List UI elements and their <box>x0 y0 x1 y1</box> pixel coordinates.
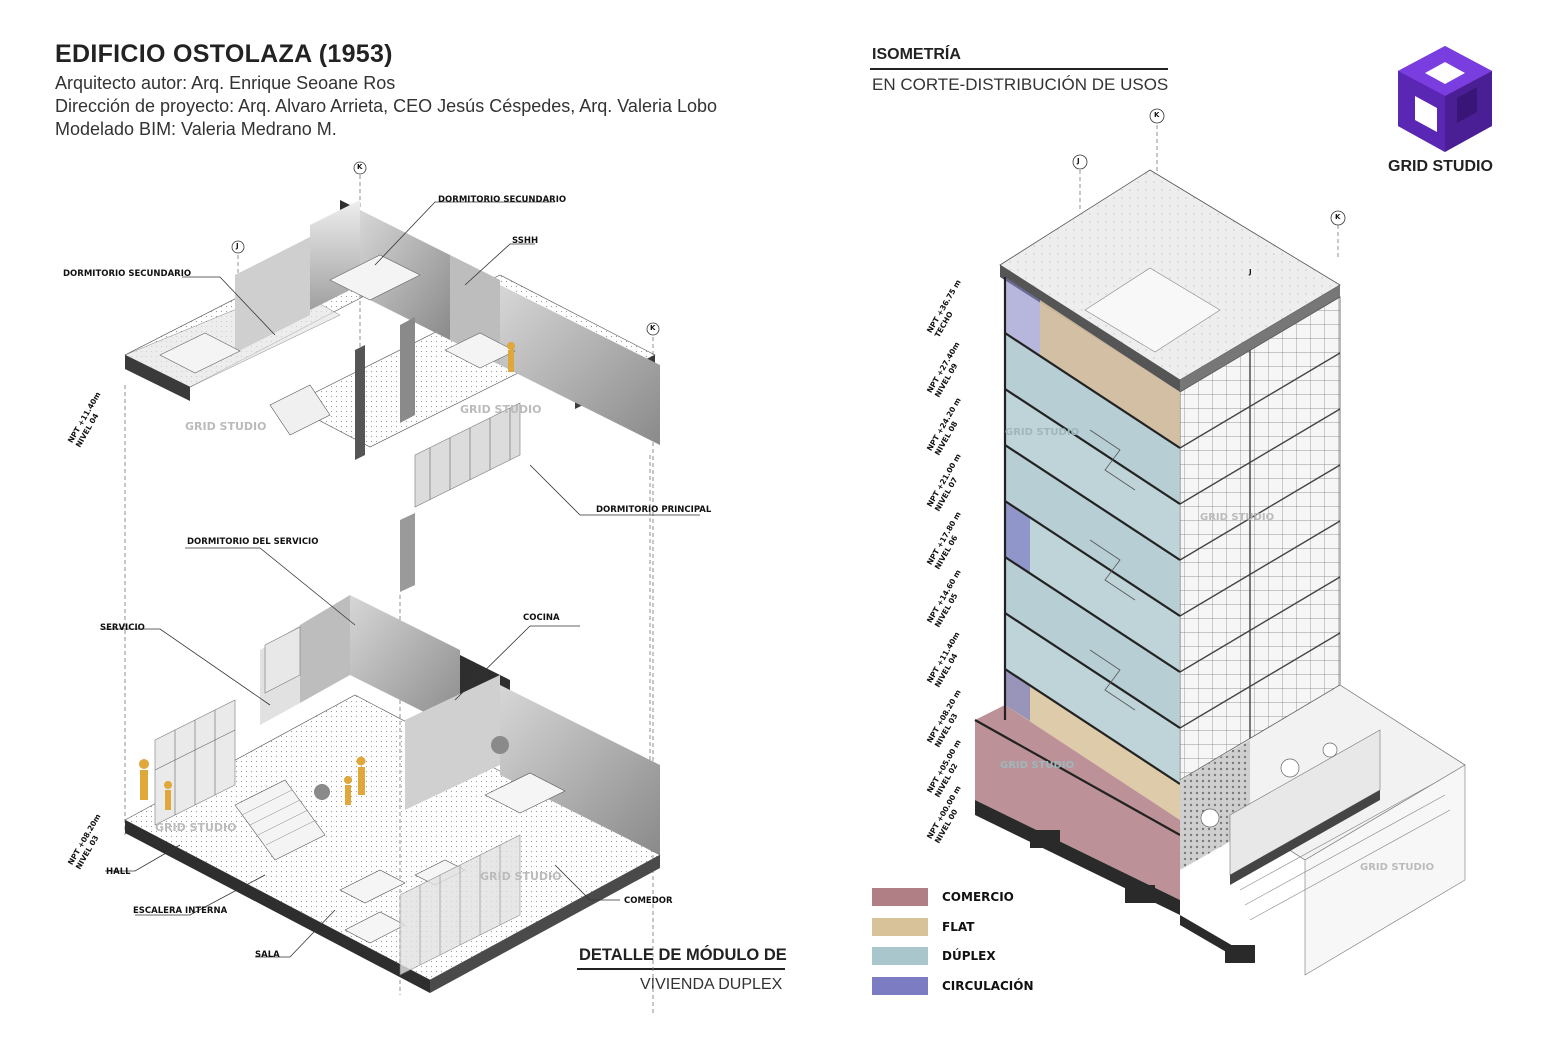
module-subtitle: VIVIENDA DUPLEX <box>640 976 783 993</box>
direction-credit: Dirección de proyecto: Arq. Alvaro Arrie… <box>55 96 718 116</box>
grid-label-j: J <box>236 242 239 250</box>
label-cocina: COCINA <box>523 613 560 623</box>
bim-credit: Modelado BIM: Valeria Medrano M. <box>55 119 337 139</box>
duplex-exploded-axonometric: GRID STUDIO GRID STUDIO <box>100 161 700 1015</box>
label-sala: SALA <box>255 950 280 960</box>
grid-marker-k-top <box>353 161 367 175</box>
label-sshh: SSHH <box>512 236 539 246</box>
isometric-subtitle: EN CORTE-DISTRIBUCIÓN DE USOS <box>872 75 1169 94</box>
comercio-base <box>975 705 1180 900</box>
upper-floor-plan: GRID STUDIO GRID STUDIO <box>124 200 660 592</box>
flat-nivel-03 <box>1005 669 1180 820</box>
page-title: EDIFICIO OSTOLAZA (1953) <box>55 40 393 68</box>
legend-item-duplex: DÚPLEX <box>872 945 996 967</box>
grid-studio-logo-icon <box>1398 46 1492 152</box>
watermark-lower-left: GRID STUDIO <box>155 821 237 834</box>
label-servicio: SERVICIO <box>100 623 145 633</box>
watermark-upper-right: GRID STUDIO <box>460 403 542 416</box>
grid-marker-j <box>231 240 245 254</box>
building-grid-label-j-right: J <box>1249 268 1252 276</box>
label-hall: HALL <box>106 867 131 877</box>
grid-label-k-top: K <box>357 163 363 171</box>
isometric-title-rule <box>870 68 1168 70</box>
leader-lines <box>100 201 700 958</box>
legend-swatch-comercio <box>872 888 928 906</box>
legend-item-circulacion: CIRCULACIÓN <box>872 975 1034 997</box>
flat-nivel-09 <box>1040 300 1180 448</box>
architect-credit: Arquitecto autor: Arq. Enrique Seoane Ro… <box>55 73 396 93</box>
building-grid-marker-j-left <box>1072 154 1088 170</box>
brand-name: GRID STUDIO <box>1388 158 1493 175</box>
label-dormitorio-secundario-top: DORMITORIO SECUNDARIO <box>438 195 567 205</box>
label-dormitorio-principal: DORMITORIO PRINCIPAL <box>596 505 712 515</box>
building-grid-label-k-top: K <box>1154 111 1160 119</box>
legend-item-flat: FLAT <box>872 916 974 938</box>
label-comedor: COMEDOR <box>624 896 673 906</box>
building-grid-marker-k-top <box>1149 108 1165 124</box>
circulacion-mid <box>1005 501 1030 573</box>
module-title: DETALLE DE MÓDULO DE <box>579 946 787 964</box>
label-escalera-interna: ESCALERA INTERNA <box>133 906 228 916</box>
building-grid-label-k-right: K <box>1335 213 1341 221</box>
label-dormitorio-servicio: DORMITORIO DEL SERVICIO <box>187 537 319 547</box>
legend-swatch-duplex <box>872 947 928 965</box>
watermark-upper-left: GRID STUDIO <box>185 420 267 433</box>
legend-swatch-circulacion <box>872 977 928 995</box>
watermark-lower-right: GRID STUDIO <box>480 870 562 883</box>
grid-marker-k-right <box>646 322 660 336</box>
watermark-building-1: GRID STUDIO <box>1005 427 1079 438</box>
lower-floor-plan: GRID STUDIO GRID STUDIO <box>124 595 661 993</box>
duplex-nivel-08 <box>1005 333 1180 504</box>
building-isometric-section: GRID STUDIO GRID STUDIO GRID STUDIO GRID… <box>974 108 1466 976</box>
building-grid-marker-k-right <box>1330 210 1346 226</box>
watermark-building-4: GRID STUDIO <box>1360 862 1434 873</box>
grid-label-k-right: K <box>650 324 656 332</box>
isometric-title: ISOMETRÍA <box>872 46 961 63</box>
watermark-building-2: GRID STUDIO <box>1200 512 1274 523</box>
legend-swatch-flat <box>872 918 928 936</box>
building-grid-label-j-left: J <box>1077 157 1080 165</box>
legend-item-comercio: COMERCIO <box>872 886 1014 908</box>
module-title-rule <box>577 968 785 970</box>
label-dormitorio-secundario-left: DORMITORIO SECUNDARIO <box>63 269 192 279</box>
watermark-building-3: GRID STUDIO <box>1000 760 1074 771</box>
